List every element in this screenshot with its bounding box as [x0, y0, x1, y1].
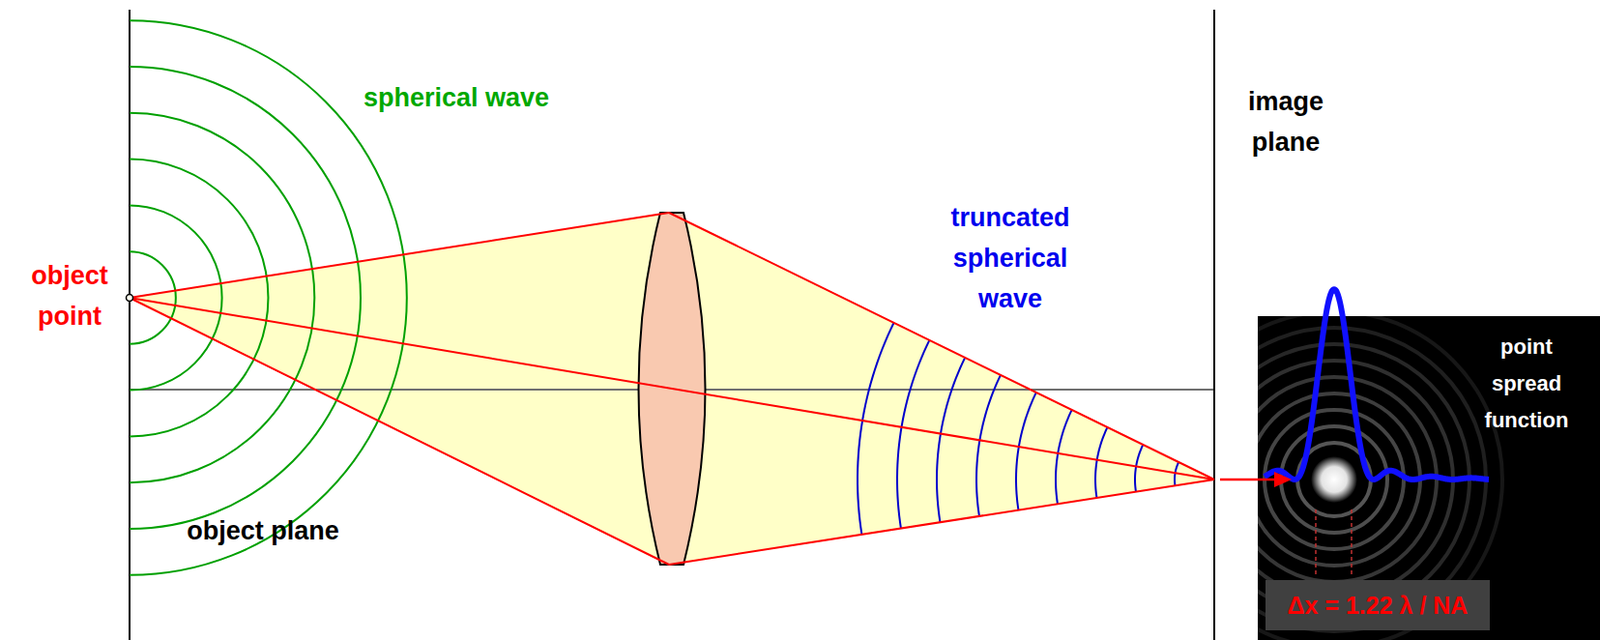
wavefront-arc [1016, 392, 1037, 511]
wavefront-arc [1095, 427, 1108, 498]
wavefront-arc [936, 357, 965, 523]
focus-arrow [1220, 478, 1277, 482]
diagram-label: object plane [146, 510, 379, 552]
airy-spot [1310, 456, 1358, 503]
wavefront-arc [897, 340, 930, 529]
formula-band: Δx = 1.22 λ / NA [1265, 580, 1490, 631]
ray [129, 212, 670, 298]
wavefront-arc [129, 204, 223, 390]
ray [669, 479, 1215, 565]
ray [129, 297, 670, 565]
diagram-label: truncated spherical wave [918, 197, 1103, 320]
chief-ray [129, 297, 1215, 480]
wavefront-arc [129, 66, 361, 529]
width-marker [1350, 509, 1353, 577]
wavefront-arc [857, 322, 895, 535]
object-point-dot [126, 294, 134, 302]
wavefront-arc [1055, 409, 1073, 504]
airy-ring [1264, 409, 1404, 550]
arrow-head [1274, 471, 1292, 488]
image-plane-line [1213, 9, 1216, 640]
wavefront-arc [129, 113, 315, 483]
width-marker [1314, 509, 1317, 577]
psf-curve [1264, 289, 1489, 480]
diagram-label: spherical wave [359, 77, 553, 118]
wavefront-arc [129, 251, 176, 345]
wavefront-arc [976, 375, 1001, 517]
inset-title: point spread function [1464, 328, 1589, 439]
wavefront-arc [129, 159, 268, 437]
psf-inset: point spread function Δx = 1.22 λ / NA [1257, 316, 1600, 640]
object-plane-line [128, 9, 131, 640]
airy-ring [1257, 393, 1421, 566]
diagram-label: image plane [1222, 81, 1349, 163]
resolution-formula: Δx = 1.22 λ / NA [1265, 580, 1490, 631]
ray [669, 212, 1215, 480]
diagram-label: object point [7, 255, 132, 337]
